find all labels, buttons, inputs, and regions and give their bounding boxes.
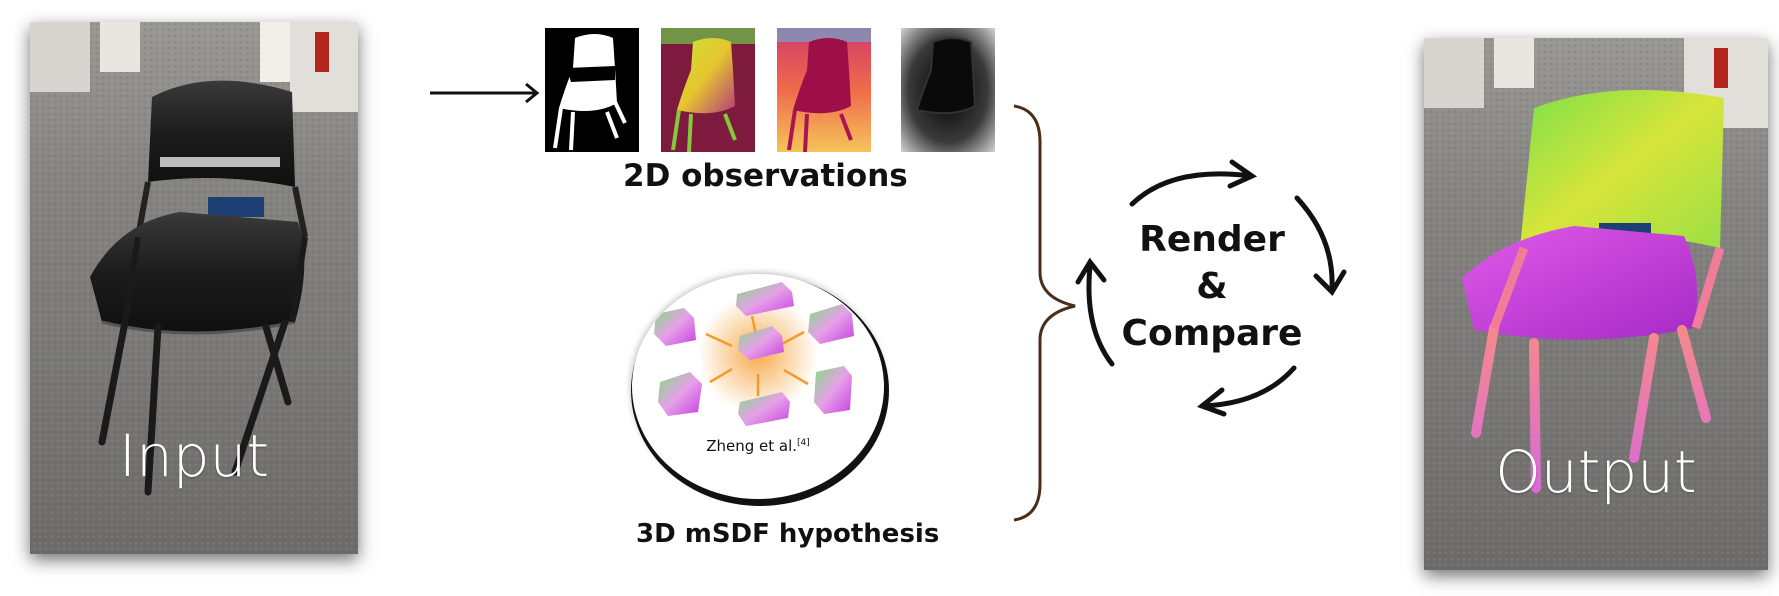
- distance-field-chair: [901, 28, 995, 152]
- input-to-observations-arrow: [430, 82, 540, 104]
- distance-field-tile: [901, 28, 995, 152]
- shape-prior-illustration: [654, 282, 854, 426]
- normal-map-tile: [661, 28, 755, 152]
- mask-tile: [545, 28, 639, 152]
- depth-map-chair: [777, 28, 871, 152]
- citation-author: Zheng et al.: [706, 437, 798, 455]
- observations-title: 2D observations: [623, 158, 908, 194]
- hypothesis-circle: Zheng et al.[4]: [632, 274, 884, 499]
- render-word: Render: [1139, 219, 1285, 260]
- citation-ref: [4]: [797, 438, 810, 448]
- normal-map-chair: [661, 28, 755, 152]
- input-photo: Input: [30, 22, 358, 554]
- hypothesis-title: 3D mSDF hypothesis: [636, 519, 940, 549]
- depth-map-tile: [777, 28, 871, 152]
- grouping-brace: [1013, 104, 1076, 522]
- output-photo: Output: [1424, 38, 1768, 570]
- input-caption: Input: [118, 422, 270, 490]
- output-caption: Output: [1495, 438, 1697, 506]
- render-compare-cycle-arrows: [1075, 159, 1347, 417]
- citation-text: Zheng et al.[4]: [632, 437, 884, 455]
- input-chair-illustration: [30, 22, 358, 554]
- render-compare-label: Render & Compare: [1112, 216, 1312, 357]
- mask-chair-silhouette: [553, 34, 627, 151]
- ampersand: &: [1196, 266, 1228, 307]
- output-chair-overlay: [1424, 38, 1768, 570]
- compare-word: Compare: [1121, 313, 1303, 354]
